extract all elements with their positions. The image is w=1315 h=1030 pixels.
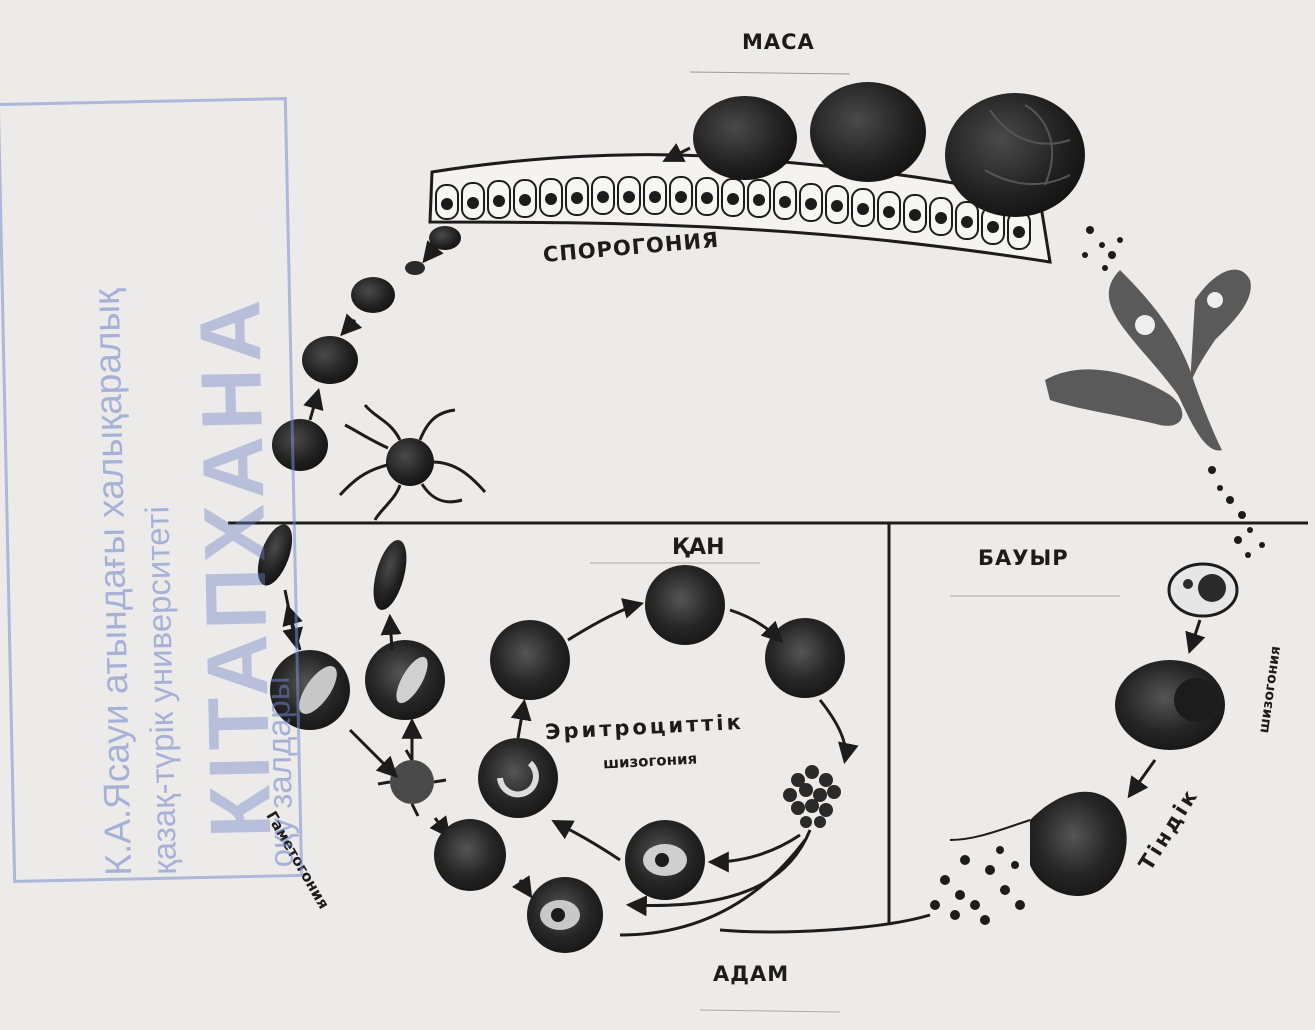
label-blood: ҚАН [672, 535, 725, 560]
label-human: АДАМ [713, 962, 789, 986]
gametocytes [251, 520, 448, 835]
label-liver: БАУЫР [978, 546, 1069, 570]
masa-underline [690, 72, 850, 74]
exflagellation-cell [340, 405, 485, 520]
schizont-merozoites [783, 765, 841, 828]
label-mosquito: МАСА [742, 30, 815, 54]
adam-underline [700, 1010, 840, 1012]
ookinete-chain [272, 226, 461, 471]
salivary-gland [1045, 270, 1251, 451]
